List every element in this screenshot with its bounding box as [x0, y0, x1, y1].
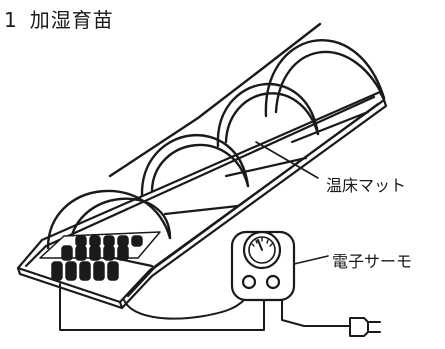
power-cables: [59, 283, 353, 331]
figure-title-text: 加湿育苗: [29, 8, 114, 32]
figure-number: 1: [4, 8, 18, 32]
hoop-arches: [46, 22, 386, 252]
figure-title: 1 加湿育苗: [4, 4, 114, 33]
power-plug: [349, 317, 381, 337]
thermostat-leader-line: [293, 255, 329, 265]
thermostat-label: 電子サーモ: [332, 252, 413, 271]
mat-label: 温床マット: [326, 176, 407, 195]
mat-leader-line: [255, 141, 319, 179]
thermostat: [230, 230, 296, 302]
seedling-tray: [39, 231, 161, 281]
